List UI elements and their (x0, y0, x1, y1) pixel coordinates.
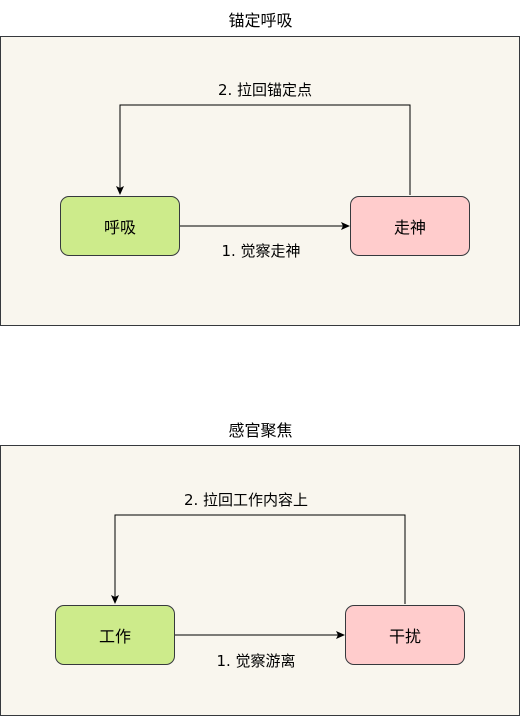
forward-edge-label: 1. 觉察走神 (221, 242, 301, 260)
diagram-breath-anchor: 锚定呼吸 呼吸 走神 2. 拉回锚定点 1. 觉察走神 (0, 0, 521, 330)
return-edge-arrow (111, 514, 406, 604)
node-distraction: 走神 (350, 196, 470, 256)
return-edge-arrow (116, 104, 411, 195)
diagram-title: 感官聚焦 (228, 421, 293, 440)
node-start: 工作 (55, 605, 175, 665)
return-edge-label: 2. 拉回锚定点 (217, 81, 313, 99)
diagram-panel (0, 36, 520, 326)
return-edge-label: 2. 拉回工作内容上 (183, 491, 309, 509)
diagram-sensory-focus: 感官聚焦 工作 干扰 2. 拉回工作内容上 1. 觉察游离 (0, 418, 521, 716)
diagram-edges (116, 104, 411, 230)
forward-edge-label: 1. 觉察游离 (216, 652, 296, 670)
diagram-edges (111, 514, 406, 639)
node-start: 呼吸 (60, 196, 180, 256)
diagram-title: 锚定呼吸 (228, 11, 293, 30)
node-distraction: 干扰 (345, 605, 465, 665)
